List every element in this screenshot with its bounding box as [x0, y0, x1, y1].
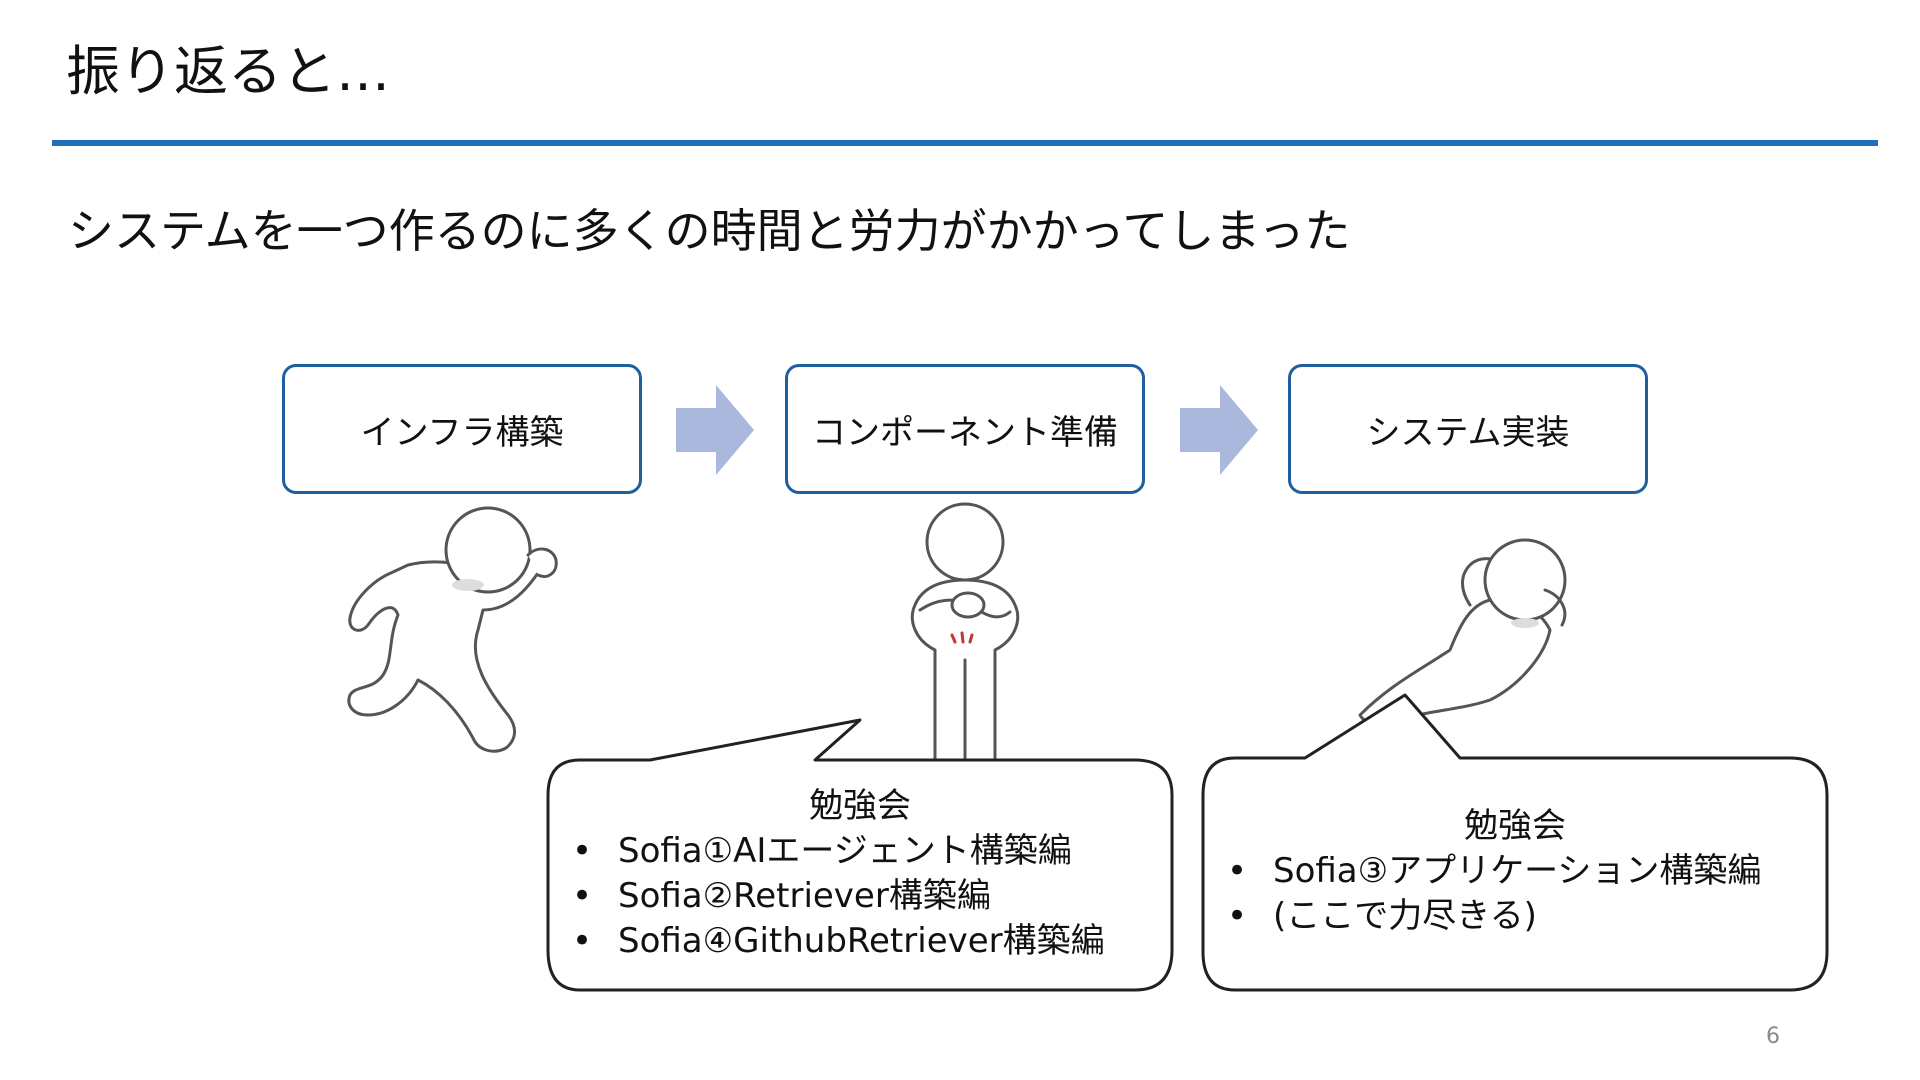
- step-label: システム実装: [1366, 412, 1570, 453]
- right-arrow-icon: [676, 385, 754, 475]
- list-item: (ここで力尽きる): [1215, 894, 1815, 939]
- step-label: コンポーネント準備: [812, 412, 1118, 453]
- bubble-heading: 勉強会: [809, 786, 911, 826]
- relaxing-person-illustration: [1358, 538, 1567, 725]
- list-item: Sofia①AIエージェント構築編: [560, 829, 1160, 874]
- study-session-bubble-1: 勉強会 Sofia①AIエージェント構築編 Sofia②Retriever構築編…: [560, 784, 1160, 964]
- study-session-bubble-2: 勉強会 Sofia③アプリケーション構築編 (ここで力尽きる): [1215, 804, 1815, 939]
- list-item: Sofia④GithubRetriever構築編: [560, 919, 1160, 964]
- bubble-list: Sofia①AIエージェント構築編 Sofia②Retriever構築編 Sof…: [560, 829, 1160, 964]
- bubble-heading: 勉強会: [1464, 806, 1566, 846]
- step-system-implementation: システム実装: [1288, 364, 1648, 494]
- step-label: インフラ構築: [360, 412, 564, 453]
- step-component-prep: コンポーネント準備: [785, 364, 1145, 494]
- slide-title: 振り返ると…: [66, 40, 390, 103]
- step-infrastructure: インフラ構築: [282, 364, 642, 494]
- title-divider: [52, 140, 1878, 146]
- bubble-list: Sofia③アプリケーション構築編 (ここで力尽きる): [1215, 849, 1815, 939]
- list-item: Sofia②Retriever構築編: [560, 874, 1160, 919]
- page-number: 6: [1766, 1024, 1780, 1049]
- list-item: Sofia③アプリケーション構築編: [1215, 849, 1815, 894]
- running-person-illustration: [347, 506, 558, 753]
- thinking-person-illustration: [910, 502, 1020, 767]
- slide-subtitle: システムを一つ作るのに多くの時間と労力がかかってしまった: [68, 204, 1351, 258]
- right-arrow-icon: [1180, 385, 1258, 475]
